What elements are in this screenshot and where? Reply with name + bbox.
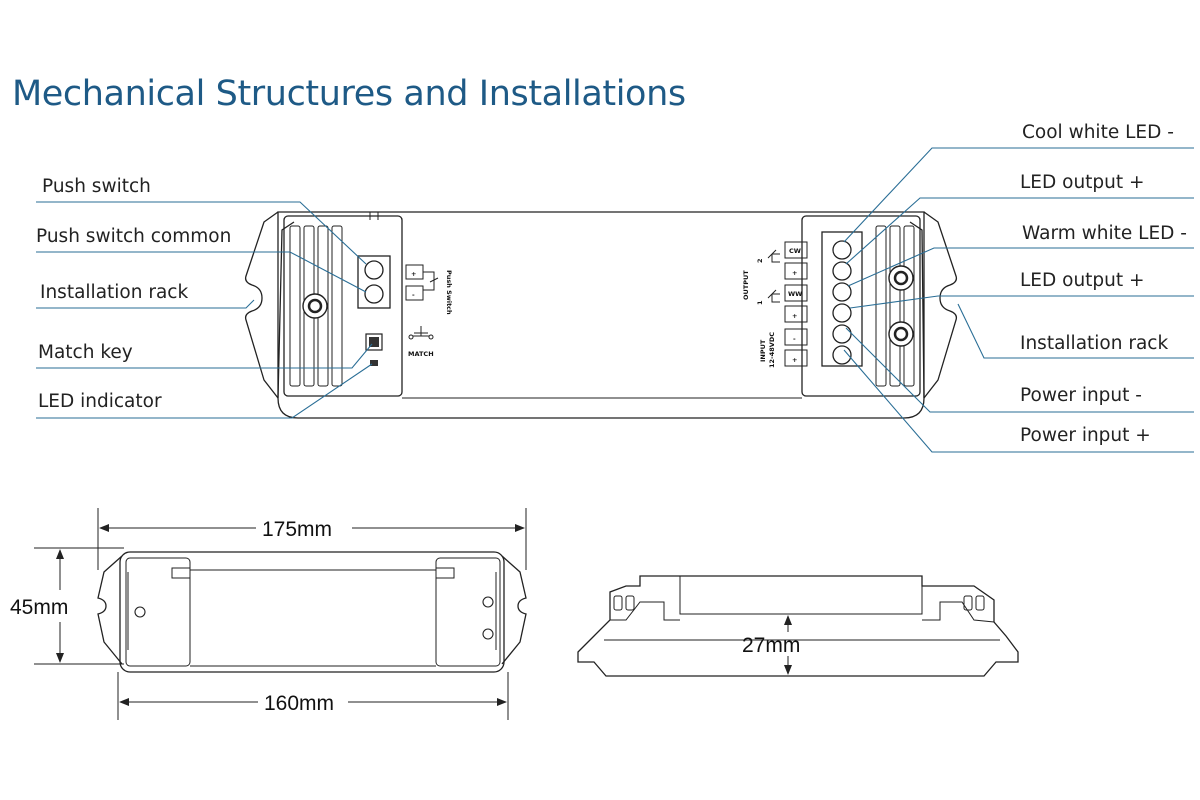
match-text: MATCH	[408, 350, 434, 358]
out1-plus-mark: +	[792, 312, 797, 320]
label-installation-rack-left: Installation rack	[40, 282, 188, 303]
label-installation-rack-right: Installation rack	[1020, 333, 1168, 354]
led-indicator	[370, 360, 378, 366]
dim-height: 27mm	[742, 634, 800, 657]
labels-right: Cool white LED - LED output + Warm white…	[1020, 122, 1187, 446]
dim-length-body: 160mm	[264, 692, 334, 715]
switch-minus-mark: -	[412, 291, 415, 299]
out2-plus-mark: +	[792, 269, 797, 277]
label-warm-white-neg: Warm white LED -	[1022, 223, 1187, 244]
push-switch-text: Push Switch	[445, 270, 453, 315]
leaders-left	[36, 201, 373, 419]
label-led-output-pos-1: LED output +	[1020, 172, 1145, 193]
channel-1-mark: 1	[756, 300, 764, 305]
label-power-input-neg: Power input -	[1020, 385, 1142, 406]
leaders-right	[843, 147, 1194, 453]
dim-length-overall: 175mm	[262, 518, 332, 541]
input-text: INPUT	[759, 339, 767, 362]
screw-left	[302, 293, 328, 319]
switch-plus-mark: +	[411, 270, 416, 278]
screw-right-top	[888, 265, 914, 291]
device-top-view: + - Push Switch MATCH OUTPUT 2 1 INPUT 1…	[244, 211, 958, 419]
terminal-label-column: CW + WW + - +	[784, 241, 808, 367]
dimension-view-side: 27mm	[577, 575, 1019, 677]
input-plus-mark: +	[792, 356, 797, 364]
input-minus-mark: -	[793, 335, 796, 343]
dim-width: 45mm	[10, 596, 68, 619]
input-voltage-text: 12-48VDC	[768, 332, 776, 368]
label-match-key: Match key	[38, 342, 133, 363]
screw-right-bottom	[888, 321, 914, 347]
push-switch-terminal	[357, 255, 391, 309]
label-cool-white-neg: Cool white LED -	[1022, 122, 1174, 143]
dimension-view-top: 175mm 160mm 45mm	[10, 508, 527, 720]
output-text: OUTPUT	[742, 270, 750, 300]
label-led-indicator: LED indicator	[38, 391, 162, 412]
cw-mark: CW	[789, 247, 801, 255]
ww-mark: WW	[788, 290, 802, 298]
label-led-output-pos-2: LED output +	[1020, 270, 1145, 291]
labels-left: Push switch Push switch common Installat…	[36, 176, 231, 412]
label-push-switch: Push switch	[42, 176, 151, 197]
label-push-switch-common: Push switch common	[36, 226, 231, 247]
page-title: Mechanical Structures and Installations	[12, 74, 686, 114]
channel-2-mark: 2	[756, 258, 764, 263]
label-power-input-pos: Power input +	[1020, 425, 1151, 446]
